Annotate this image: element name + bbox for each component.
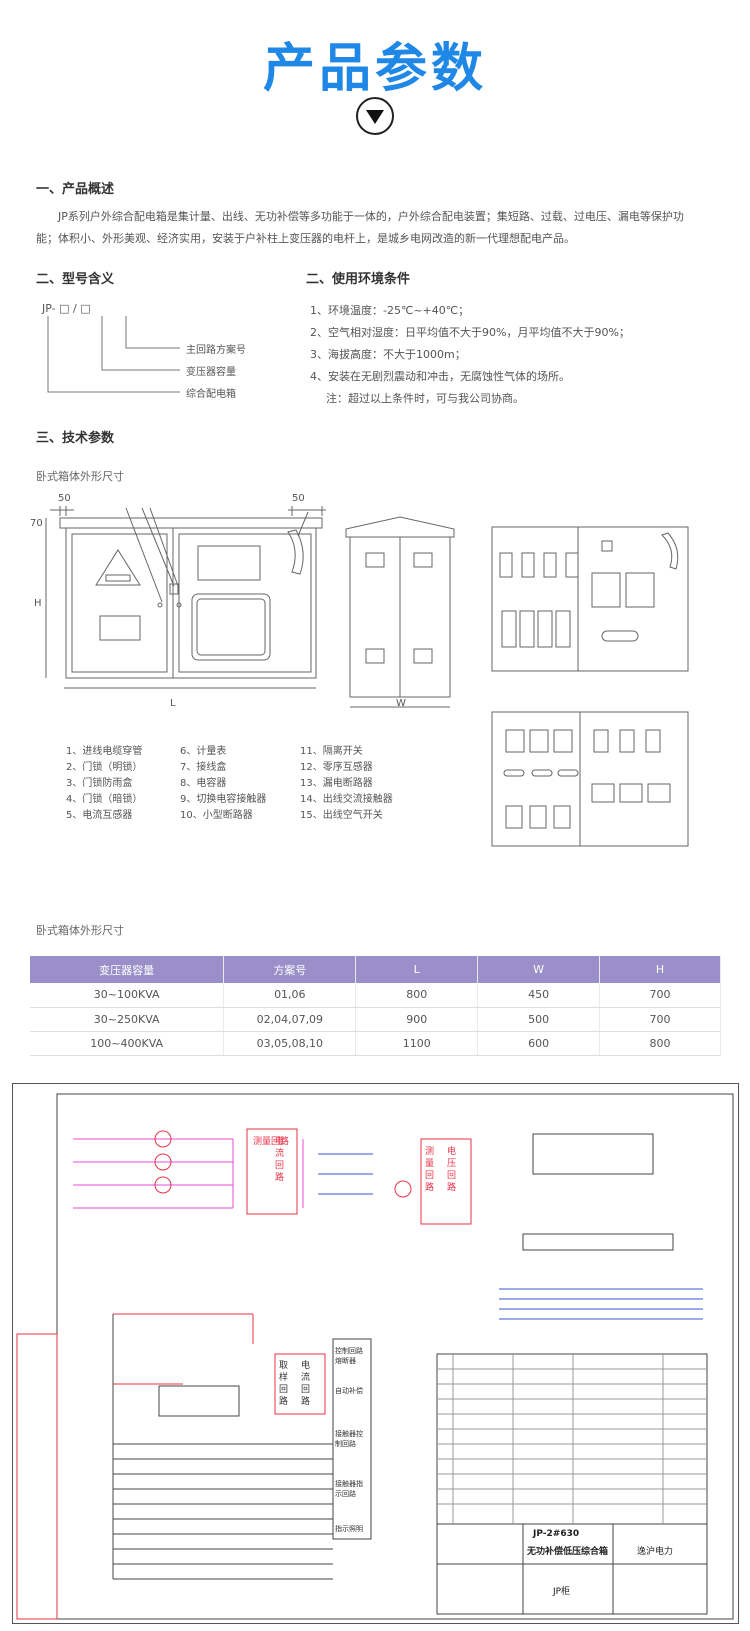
overview-heading: 一、产品概述: [36, 182, 115, 197]
table-cell: 700: [599, 983, 721, 1008]
table-cell: 01,06: [223, 983, 357, 1008]
company-name: 逸沪电力: [637, 1547, 674, 1557]
env-heading: 二、使用环境条件: [306, 272, 411, 287]
schematic-label-d: 电压回路: [447, 1147, 457, 1193]
spec-header: W: [477, 956, 601, 983]
arrow-down-icon: [356, 97, 394, 135]
dim-70: 70: [30, 518, 43, 529]
table-cell: 450: [477, 983, 601, 1008]
legend-15: 15、出线空气开关: [300, 810, 383, 821]
legend-12: 12、零序互感器: [300, 762, 373, 773]
legend-4: 4、门锁（暗锁）: [66, 794, 143, 805]
table-cell: 800: [355, 983, 479, 1008]
dim-l: L: [170, 698, 176, 709]
spec-header: 变压器容量: [30, 956, 225, 983]
spec-header: L: [355, 956, 479, 983]
schematic-box-4: 接触器指示回路: [335, 1480, 363, 1498]
schematic-lines: [16, 1093, 734, 1620]
legend-14: 14、出线交流接触器: [300, 794, 393, 805]
dim-50-left: 50: [58, 493, 71, 504]
model-item-1: 主回路方案号: [186, 345, 246, 356]
table-cell: 30~250KVA: [30, 1007, 225, 1032]
legend-11: 11、隔离开关: [300, 746, 363, 757]
table-cell: 500: [477, 1007, 601, 1032]
legend-2: 2、门锁（明锁）: [66, 762, 143, 773]
cabinet-side-drawing: [345, 516, 455, 708]
cabinet-name: JP柜: [553, 1587, 571, 1597]
legend-6: 6、计量表: [180, 746, 227, 757]
schematic-label-e: 取样回路: [279, 1361, 289, 1407]
overview-text: JP系列户外综合配电箱是集计量、出线、无功补偿等多功能于一体的，户外综合配电装置…: [36, 210, 684, 245]
table-cell: 900: [355, 1007, 479, 1032]
legend-7: 7、接线盒: [180, 762, 227, 773]
spec-table-caption: 卧式箱体外形尺寸: [36, 924, 124, 937]
table-cell: 03,05,08,10: [223, 1031, 357, 1056]
dim-w: W: [396, 698, 406, 709]
model-code: JP- □ / □: [42, 302, 91, 315]
schematic-box-3: 接触器控制回路: [335, 1430, 363, 1448]
schematic-box-1: 控制回路熔断器: [335, 1347, 363, 1365]
model-item-2: 变压器容量: [186, 367, 236, 378]
dim-h: H: [34, 598, 42, 609]
schematic-box-2: 自动补偿: [335, 1387, 363, 1395]
env-item-1: 1、环境温度：-25℃~+40℃；: [310, 304, 470, 317]
schematic-label-b: 电流回路: [275, 1137, 285, 1183]
table-cell: 30~100KVA: [30, 983, 225, 1008]
tech-heading: 三、技术参数: [36, 431, 115, 446]
schematic-label-c: 测量回路: [425, 1147, 435, 1193]
legend-1: 1、进线电缆穿管: [66, 746, 143, 757]
legend-3: 3、门锁防雨盒: [66, 778, 133, 789]
table-cell: 1100: [355, 1031, 479, 1056]
drawing-title: 无功补偿低压综合箱: [527, 1547, 609, 1557]
spec-table: 变压器容量 方案号 L W H 30~100KVA 01,06 800 450 …: [30, 956, 721, 1056]
env-item-2: 2、空气相对湿度：日平均值不大于90%，月平均值不大于90%；: [310, 326, 630, 339]
env-item-4: 4、安装在无剧烈震动和冲击，无腐蚀性气体的场所。: [310, 370, 570, 383]
table-row: 100~400KVA 03,05,08,10 1100 600 800: [30, 1031, 721, 1056]
spec-header: 方案号: [223, 956, 357, 983]
table-cell: 800: [599, 1031, 721, 1056]
legend-9: 9、切换电容接触器: [180, 794, 267, 805]
legend-13: 13、漏电断路器: [300, 778, 373, 789]
model-bracket-lines: [47, 316, 180, 393]
legend-8: 8、电容器: [180, 778, 227, 789]
cabinet-front-drawing: [45, 506, 326, 689]
table-row: 30~100KVA 01,06 800 450 700: [30, 983, 721, 1008]
schematic-label-a: 测量回路: [253, 1137, 290, 1147]
schematic-label-f: 电流回路: [301, 1361, 311, 1407]
spec-header: H: [599, 956, 721, 983]
legend-5: 5、电流互感器: [66, 810, 133, 821]
env-item-3: 3、海拔高度：不大于1000m；: [310, 348, 466, 361]
table-cell: 600: [477, 1031, 601, 1056]
cabinet-internal-bottom-drawing: [491, 711, 689, 847]
table-cell: 700: [599, 1007, 721, 1032]
table-cell: 100~400KVA: [30, 1031, 225, 1056]
cabinet-internal-top-drawing: [491, 526, 689, 672]
table-cell: 02,04,07,09: [223, 1007, 357, 1032]
schematic-sheet: 测量回路 电流回路 测量回路 电压回路 取样回路 电流回路 控制回路熔断器 自动…: [12, 1083, 739, 1624]
legend-10: 10、小型断路器: [180, 810, 253, 821]
model-heading: 二、型号含义: [36, 272, 115, 287]
schematic-box-5: 指示照明: [335, 1525, 363, 1533]
drawing-no: JP-2#630: [533, 1529, 580, 1539]
page-title: 产品参数: [262, 39, 487, 99]
tech-caption: 卧式箱体外形尺寸: [36, 470, 124, 483]
model-item-3: 综合配电箱: [186, 389, 236, 400]
env-note: 注：超过以上条件时，可与我公司协商。: [326, 392, 524, 405]
dim-50-right: 50: [292, 493, 305, 504]
table-row: 30~250KVA 02,04,07,09 900 500 700: [30, 1007, 721, 1032]
